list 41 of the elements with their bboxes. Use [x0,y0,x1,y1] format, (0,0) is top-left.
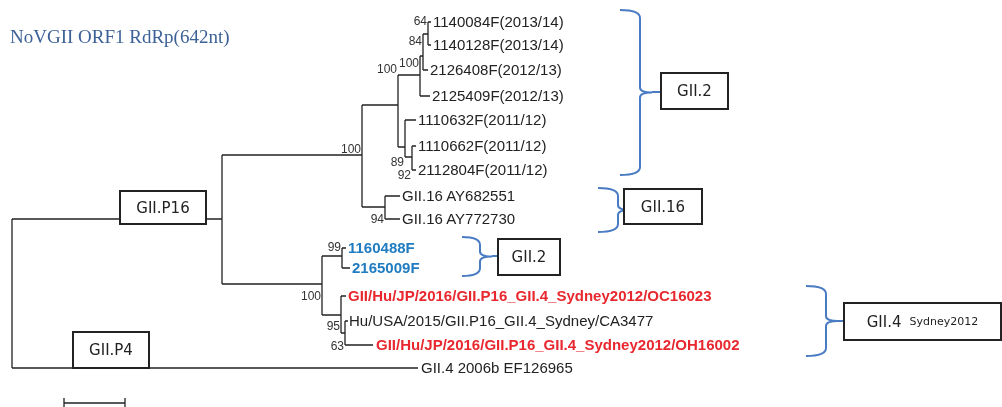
genotype-label: GII.16 [640,197,686,216]
genotype-label: GII.P4 [89,341,133,359]
bootstrap-value: 100 [340,143,361,157]
strain-name: 1140084F(2013/14) [433,13,564,31]
clade-label-box [623,188,703,225]
strain-name: Hu/USA/2015/GII.P16_GII.4_Sydney/CA3477 [349,312,654,330]
clade-label-box [497,238,561,276]
clade-label-box [119,190,207,225]
strain-name: 2126408F(2012/13) [430,61,562,79]
bootstrap-value: 89 [390,156,404,170]
strain-name: GII/Hu/JP/2016/GII.P16_GII.4_Sydney2012/OC16023 [348,287,712,305]
strain-name: GII.16 AY772730 [402,210,516,228]
bootstrap-value: 84 [408,35,422,49]
strain-name: GII/Hu/JP/2016/GII.P16_GII.4_Sydney2012/OH16002 [376,336,740,354]
strain-name: 1160488F [348,239,415,257]
strain-name: 2125409F(2012/13) [432,87,564,105]
bootstrap-value: 100 [300,290,321,304]
clade-label-box [843,302,1002,341]
strain-name: GII.4 2006b EF126965 [421,359,573,377]
bootstrap-value: 100 [376,63,397,77]
bootstrap-value: 94 [370,213,384,227]
genotype-label: GII.P16 [136,198,190,217]
clade-label-box [660,72,729,110]
strain-label: Sydney2012 [909,315,979,328]
genotype-label: GII.2 [677,82,712,100]
bootstrap-value: 99 [327,241,341,255]
bootstrap-value: 92 [397,169,411,183]
genotype-label: GII.2 [511,248,547,266]
bootstrap-value: 100 [398,57,419,71]
bootstrap-value: 63 [330,340,344,354]
strain-name: GII.16 AY682551 [402,187,516,205]
title: NoVGII ORF1 RdRp(642nt) [10,26,230,48]
strain-name: 1140128F(2013/14) [433,36,564,54]
bootstrap-value: 95 [326,320,340,334]
strain-name: 1110632F(2011/12) [418,111,547,129]
clade-label-box [72,331,150,369]
strain-name: 2165009F [352,259,420,277]
strain-name: 2112804F(2011/12) [418,161,548,179]
genotype-label: GII.4 [866,312,902,331]
strain-name: 1110662F(2011/12) [418,137,547,155]
bootstrap-value: 64 [413,15,427,29]
